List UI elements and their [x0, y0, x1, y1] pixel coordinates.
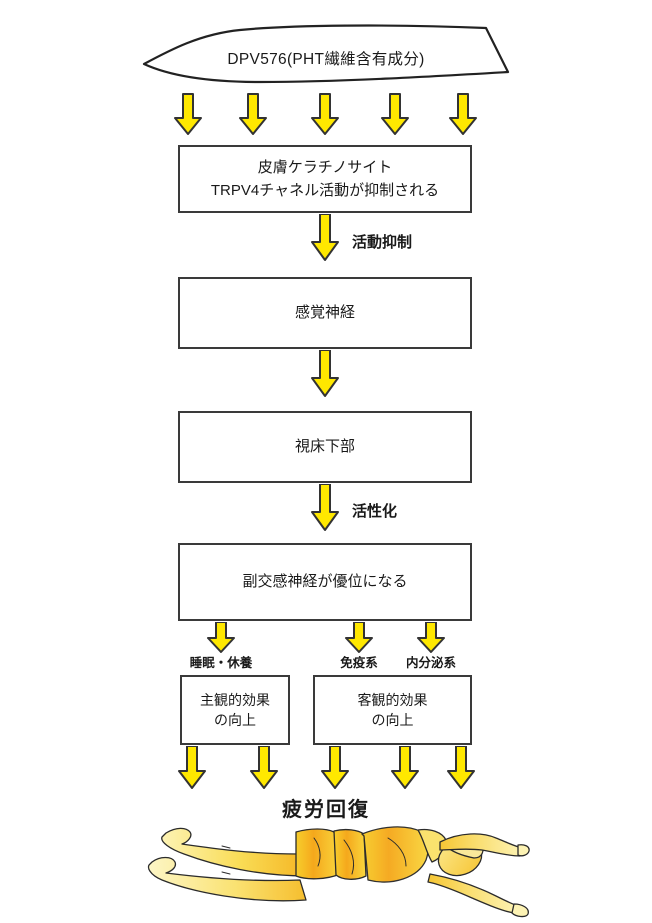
step-box-hypothalamus: 視床下部 — [178, 411, 472, 483]
arrow-outcome-to-result-4 — [390, 746, 420, 790]
outcome-box-subjective: 主観的効果 の向上 — [180, 675, 290, 745]
arrow-branch-sleep-rest — [206, 622, 236, 654]
arrow-outcome-to-result-5 — [446, 746, 476, 790]
transition-label-activation: 活性化 — [352, 503, 398, 520]
step-box-sensory-nerve: 感覚神経 — [178, 277, 472, 349]
arrow-sensory-nerve-to-hypothalamus — [310, 350, 340, 398]
transition-label-inhibition: 活動抑制 — [352, 234, 413, 251]
arrow-banner-to-keratinocyte-1 — [173, 92, 203, 136]
arrow-banner-to-keratinocyte-5 — [448, 92, 478, 136]
step-box-keratinocyte: 皮膚ケラチノサイト TRPV4チャネル活動が抑制される — [178, 145, 472, 213]
arrow-outcome-to-result-1 — [177, 746, 207, 790]
arrow-branch-endocrine-system — [416, 622, 446, 654]
title-banner: DPV576(PHT繊維含有成分) — [140, 20, 512, 92]
arrow-outcome-to-result-2 — [249, 746, 279, 790]
outcome-box-objective: 客観的効果 の向上 — [313, 675, 472, 745]
branch-label-sleep-rest: 睡眠・休養 — [189, 656, 253, 670]
title-banner-label: DPV576(PHT繊維含有成分) — [227, 51, 425, 68]
arrow-banner-to-keratinocyte-2 — [238, 92, 268, 136]
branch-label-endocrine-system: 内分泌系 — [405, 656, 456, 670]
arrow-outcome-to-result-3 — [320, 746, 350, 790]
result-title: 疲労回復 — [282, 799, 370, 821]
branch-label-immune-system: 免疫系 — [340, 656, 378, 670]
step-box-parasympathetic: 副交感神経が優位になる — [178, 543, 472, 621]
arrow-branch-immune-system — [344, 622, 374, 654]
resting-person-illustration — [130, 818, 530, 923]
arrow-keratinocyte-to-sensory-nerve — [310, 214, 340, 262]
arrow-hypothalamus-to-parasympathetic — [310, 484, 340, 532]
arrow-banner-to-keratinocyte-3 — [310, 92, 340, 136]
arrow-banner-to-keratinocyte-4 — [380, 92, 410, 136]
